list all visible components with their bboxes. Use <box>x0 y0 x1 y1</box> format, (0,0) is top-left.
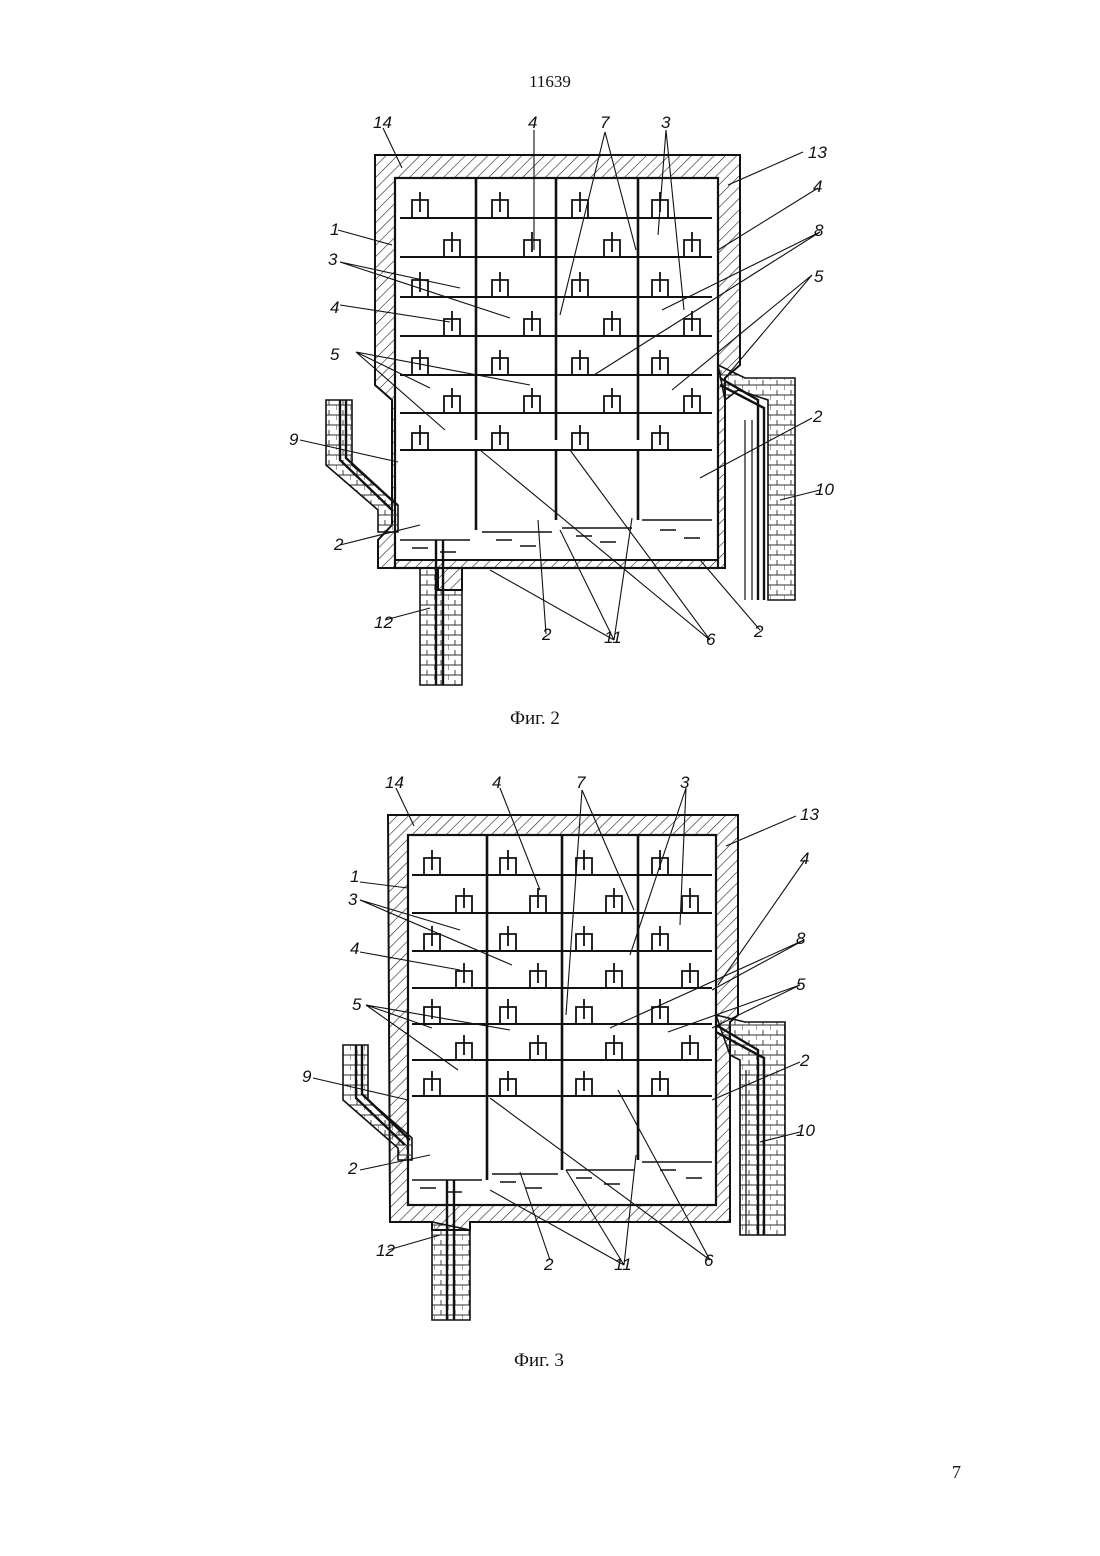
label-10: 10 <box>796 1121 815 1140</box>
label-4: 4 <box>492 773 501 792</box>
label-2d: 2 <box>543 1255 554 1274</box>
label-6: 6 <box>704 1251 714 1270</box>
label-3: 3 <box>680 773 690 792</box>
outlet-pipe-right <box>718 365 795 600</box>
label-2b: 2 <box>347 1159 358 1178</box>
figure-3-caption: Фиг. 3 <box>514 1350 564 1372</box>
label-4b: 4 <box>800 849 809 868</box>
label-11: 11 <box>614 1255 632 1274</box>
label-13: 13 <box>800 805 819 824</box>
label-12: 12 <box>374 613 393 632</box>
label-6: 6 <box>706 630 716 649</box>
label-3b: 3 <box>328 250 338 269</box>
figure-2-drawing: 14 4 7 3 13 4 8 5 1 3 4 5 9 2 2 10 2 12 … <box>0 100 1100 700</box>
label-4b: 4 <box>813 177 822 196</box>
label-5: 5 <box>796 975 806 994</box>
figure-2-caption: Фиг. 2 <box>510 708 560 730</box>
label-8: 8 <box>814 221 824 240</box>
label-2e: 2 <box>753 622 764 641</box>
page-number: 7 <box>952 1462 961 1483</box>
label-2: 2 <box>812 407 823 426</box>
figure-3: 14 4 7 3 13 4 8 5 1 3 4 5 9 2 2 10 2 12 … <box>0 760 1100 1400</box>
label-1: 1 <box>330 220 339 239</box>
label-13: 13 <box>808 143 827 162</box>
label-14: 14 <box>385 773 404 792</box>
figure-2: 14 4 7 3 13 4 8 5 1 3 4 5 9 2 2 10 2 12 … <box>0 100 1100 740</box>
label-2b: 2 <box>333 535 344 554</box>
label-4c: 4 <box>330 298 339 317</box>
label-5: 5 <box>814 267 824 286</box>
label-14: 14 <box>373 113 392 132</box>
document-number: 11639 <box>0 72 1100 92</box>
liquid-levels <box>400 520 712 552</box>
figure-3-drawing: 14 4 7 3 13 4 8 5 1 3 4 5 9 2 2 10 2 12 … <box>0 760 1100 1340</box>
label-7: 7 <box>576 773 586 792</box>
label-11: 11 <box>604 628 622 647</box>
drain-pipe <box>432 1180 470 1320</box>
label-1: 1 <box>350 867 359 886</box>
label-4c: 4 <box>350 939 359 958</box>
label-8: 8 <box>796 929 806 948</box>
inlet-pipe-left <box>326 400 398 532</box>
label-2: 2 <box>799 1051 810 1070</box>
label-9: 9 <box>289 430 299 449</box>
label-2d: 2 <box>541 625 552 644</box>
label-7: 7 <box>600 113 610 132</box>
label-5b: 5 <box>330 345 340 364</box>
label-4: 4 <box>528 113 537 132</box>
label-3b: 3 <box>348 890 358 909</box>
label-12: 12 <box>376 1241 395 1260</box>
label-10: 10 <box>815 480 834 499</box>
insulation-casing <box>375 155 740 590</box>
label-9: 9 <box>302 1067 312 1086</box>
label-3: 3 <box>661 113 671 132</box>
label-5b: 5 <box>352 995 362 1014</box>
